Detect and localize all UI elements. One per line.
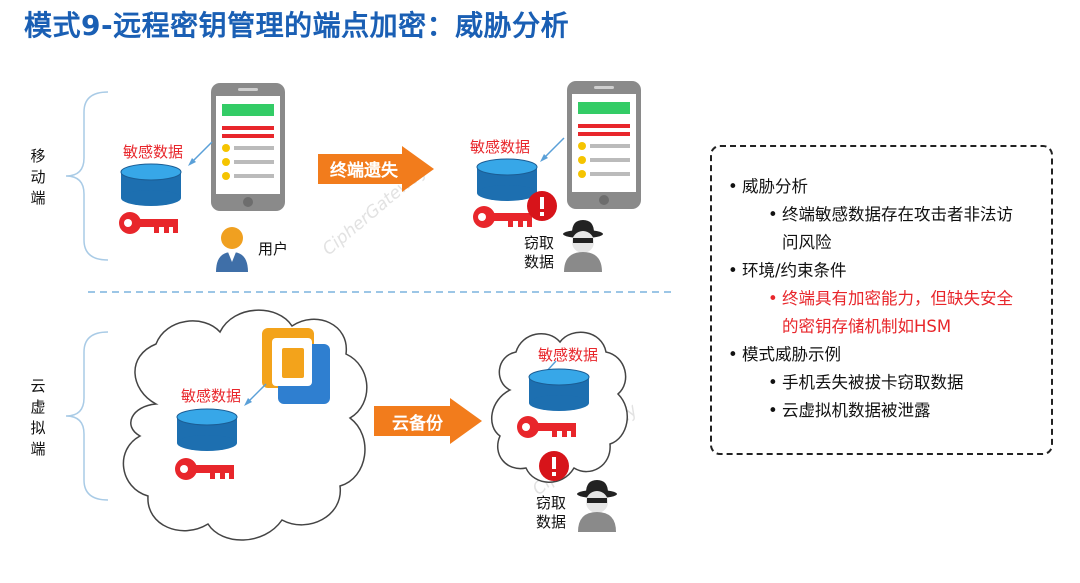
key-icon — [119, 212, 178, 234]
phone-icon — [567, 81, 641, 209]
database-icon — [476, 158, 538, 201]
mobile-brace — [65, 91, 109, 261]
cloud-brace — [65, 331, 109, 501]
hacker-icon — [577, 480, 617, 532]
database-icon — [528, 368, 590, 411]
sensitive-data-label: 敏感数据 — [538, 346, 599, 364]
database-icon — [120, 163, 182, 206]
hacker-icon — [563, 220, 603, 272]
key-icon — [175, 458, 234, 480]
sensitive-data-label: 敏感数据 — [181, 387, 242, 405]
pointer-line — [188, 141, 213, 166]
vmware-icon — [262, 328, 330, 404]
alert-icon — [527, 191, 557, 221]
database-icon — [176, 408, 238, 451]
steal-data-label: 窃取数据 — [524, 234, 555, 271]
info-item: 问风险 — [782, 233, 832, 252]
info-item: •模式威胁示例 — [728, 345, 841, 364]
arrow-backup — [374, 398, 482, 444]
sensitive-data-label: 敏感数据 — [123, 143, 184, 161]
info-item: •手机丢失被拔卡窃取数据 — [768, 373, 964, 392]
page-title: 模式9-远程密钥管理的端点加密：威胁分析 — [24, 9, 570, 42]
pointer-line — [540, 137, 565, 162]
arrow-lost — [318, 146, 434, 192]
info-item: •环境/约束条件 — [728, 261, 847, 280]
steal-data-label: 窃取数据 — [536, 494, 567, 531]
user-label: 用户 — [258, 240, 289, 258]
info-item: •云虚拟机数据被泄露 — [768, 401, 931, 420]
user-icon — [216, 227, 248, 272]
sensitive-data-label: 敏感数据 — [470, 138, 531, 156]
info-item: •威胁分析 — [728, 177, 808, 196]
pointer-line — [244, 383, 267, 406]
arrow-backup-label: 云备份 — [392, 414, 443, 434]
info-item: •终端具有加密能力，但缺失安全 — [768, 289, 1013, 308]
arrow-lost-label: 终端遗失 — [330, 161, 398, 181]
mobile-section-label: 移动端 — [30, 147, 46, 207]
cloud-shape — [122, 309, 368, 541]
cloud-section-label: 云虚拟端 — [30, 377, 46, 458]
threat-analysis-box: •威胁分析 •终端敏感数据存在攻击者非法访 问风险 •环境/约束条件 •终端具有… — [710, 145, 1053, 455]
key-icon — [473, 206, 532, 228]
info-item: 的密钥存储机制如HSM — [782, 317, 952, 336]
key-icon — [517, 416, 576, 438]
alert-icon — [539, 451, 569, 481]
info-item: •终端敏感数据存在攻击者非法访 — [768, 205, 1013, 224]
phone-icon — [211, 83, 285, 211]
